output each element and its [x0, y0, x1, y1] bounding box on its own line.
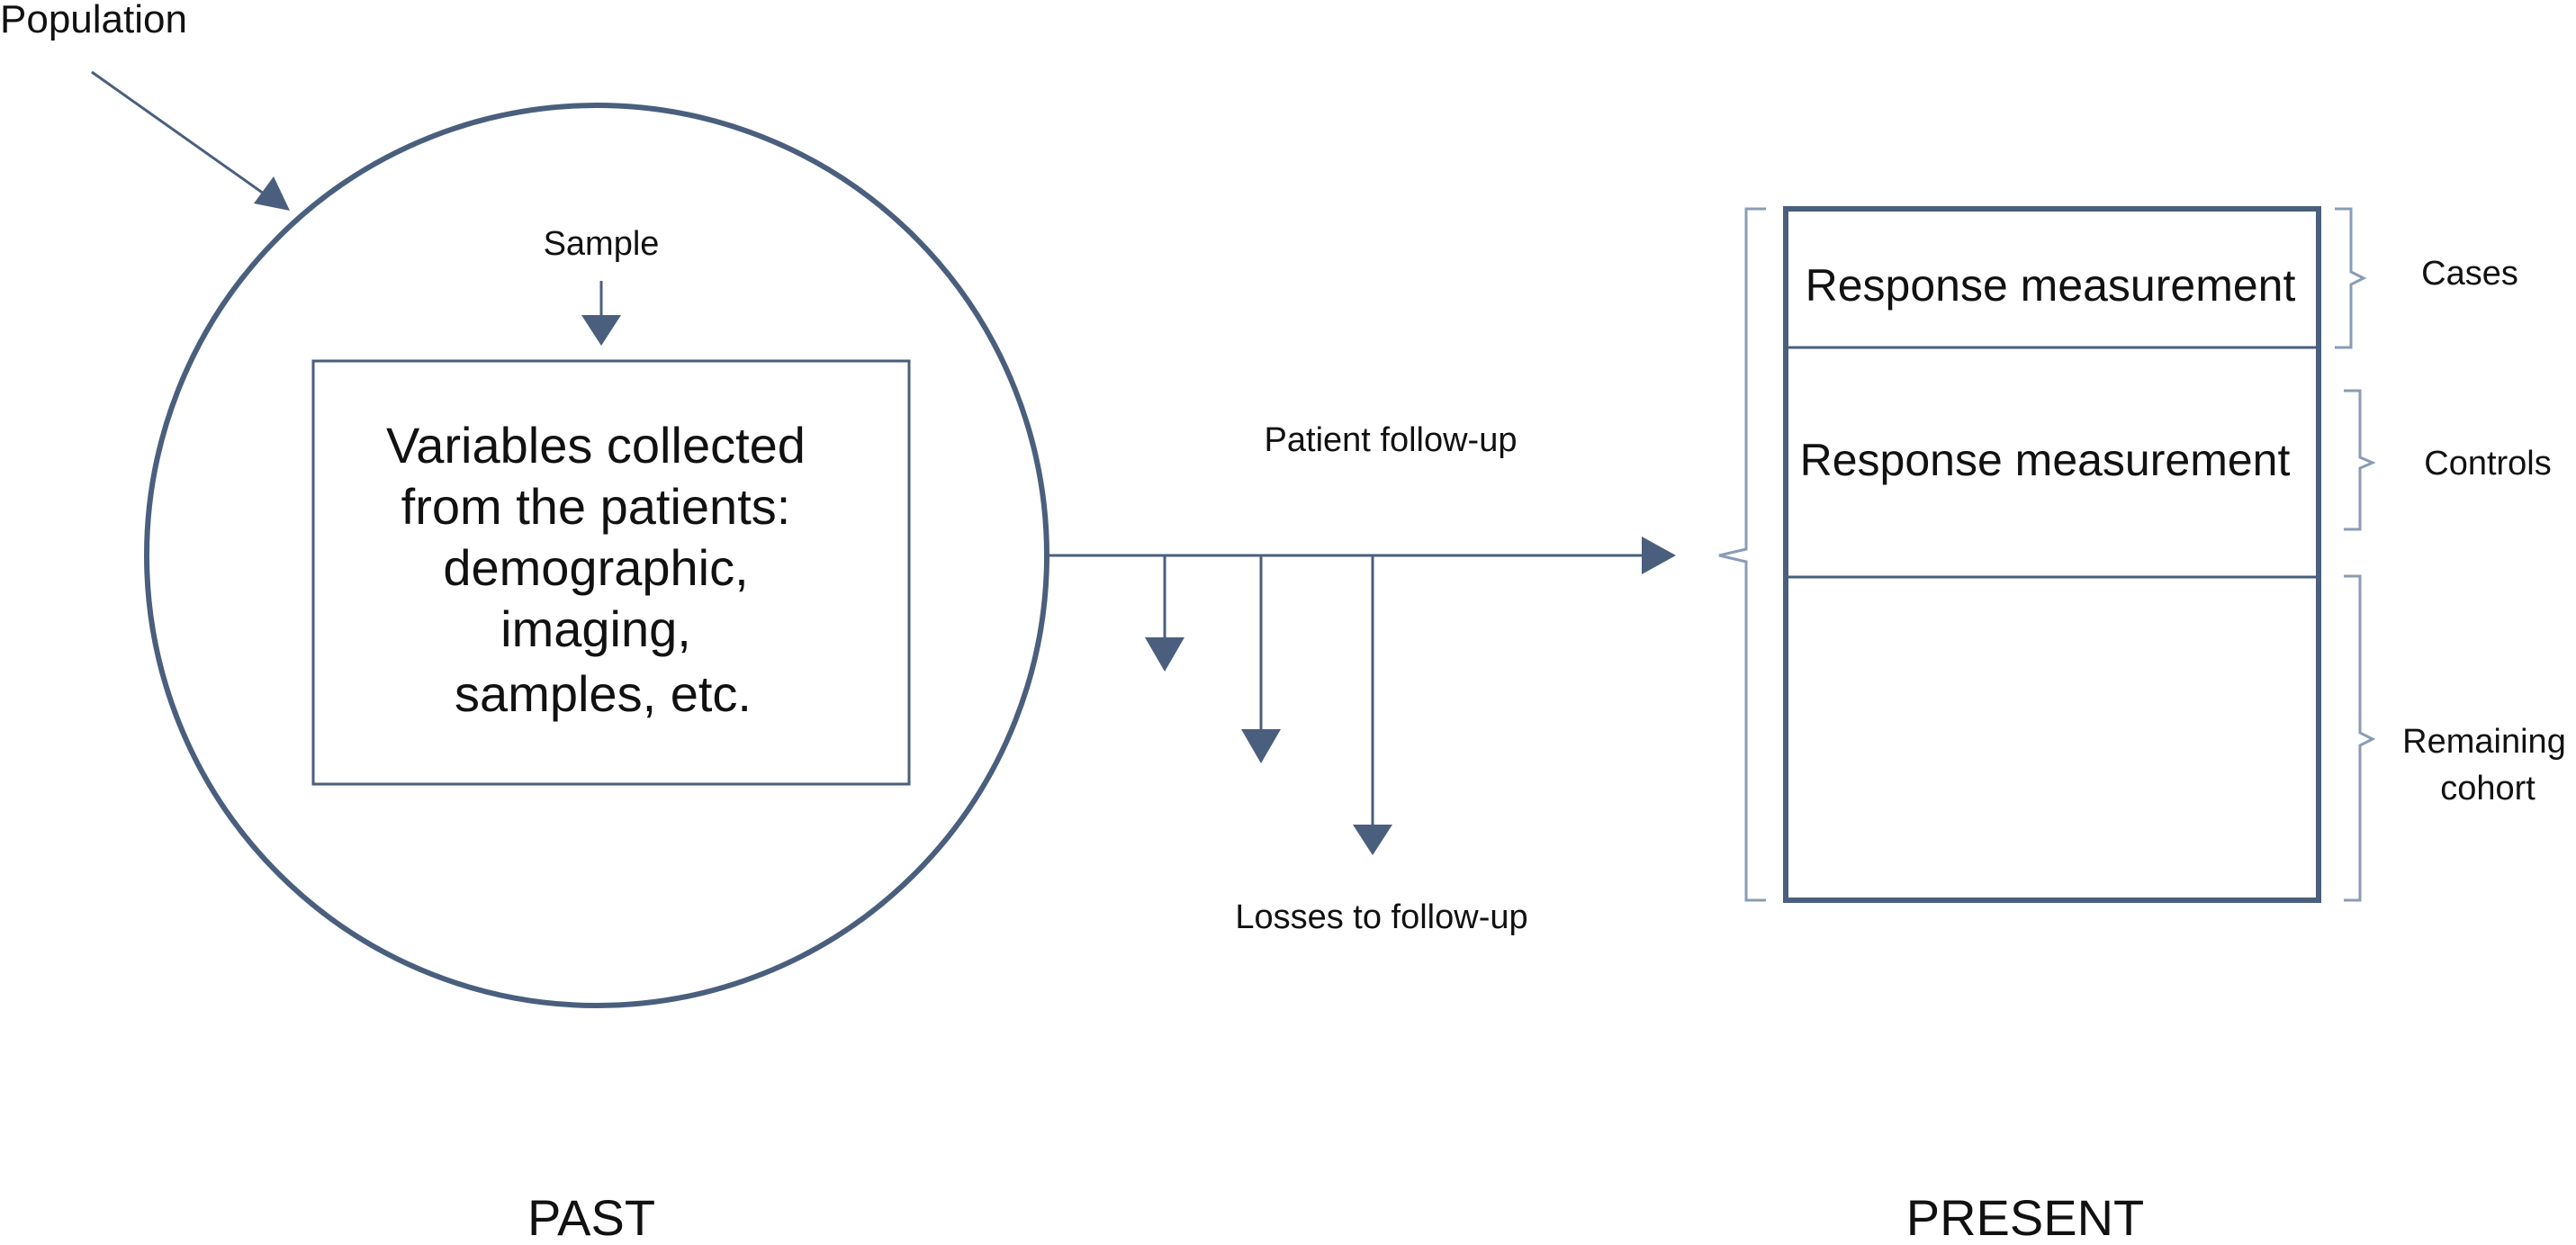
- present-cohort-box: [1783, 206, 2321, 903]
- loss-arrow-3-icon: [1353, 555, 1392, 855]
- remaining-cohort-label-2: cohort: [2440, 770, 2535, 807]
- past-label: PAST: [527, 1189, 655, 1245]
- sample-box: [311, 359, 911, 786]
- variables-text: Variables collected from the patients: d…: [386, 417, 806, 722]
- controls-bracket: [2344, 389, 2376, 531]
- population-circle: [144, 103, 1049, 1008]
- follow-up-arrow-icon: [1049, 537, 1676, 574]
- variables-line-4: imaging,: [500, 600, 691, 657]
- loss-arrow-1-icon: [1145, 555, 1184, 672]
- variables-line-5: samples, etc.: [455, 665, 752, 722]
- controls-response-measurement: Response measurement: [1800, 435, 2291, 485]
- patient-follow-up-label: Patient follow-up: [1265, 421, 1518, 459]
- remaining-cohort-bracket: [2344, 574, 2376, 902]
- cases-response-measurement: Response measurement: [1806, 260, 2296, 311]
- sample-label: Sample: [544, 225, 660, 263]
- population-label: Population: [0, 0, 187, 41]
- loss-arrow-2-icon: [1241, 555, 1281, 763]
- cohort-bracket: [1718, 207, 1766, 902]
- variables-line-3: demographic,: [443, 539, 748, 596]
- variables-line-1: Variables collected: [386, 417, 806, 474]
- variables-line-2: from the patients:: [401, 478, 791, 535]
- cases-bracket: [2335, 207, 2367, 349]
- remaining-cohort-label-1: Remaining: [2402, 723, 2566, 761]
- population-arrow-icon: [91, 70, 290, 211]
- sample-arrow-icon: [581, 281, 621, 346]
- controls-label: Controls: [2424, 445, 2552, 483]
- losses-to-follow-up-label: Losses to follow-up: [1235, 898, 1527, 936]
- present-label: PRESENT: [1906, 1189, 2145, 1245]
- cases-label: Cases: [2421, 255, 2518, 293]
